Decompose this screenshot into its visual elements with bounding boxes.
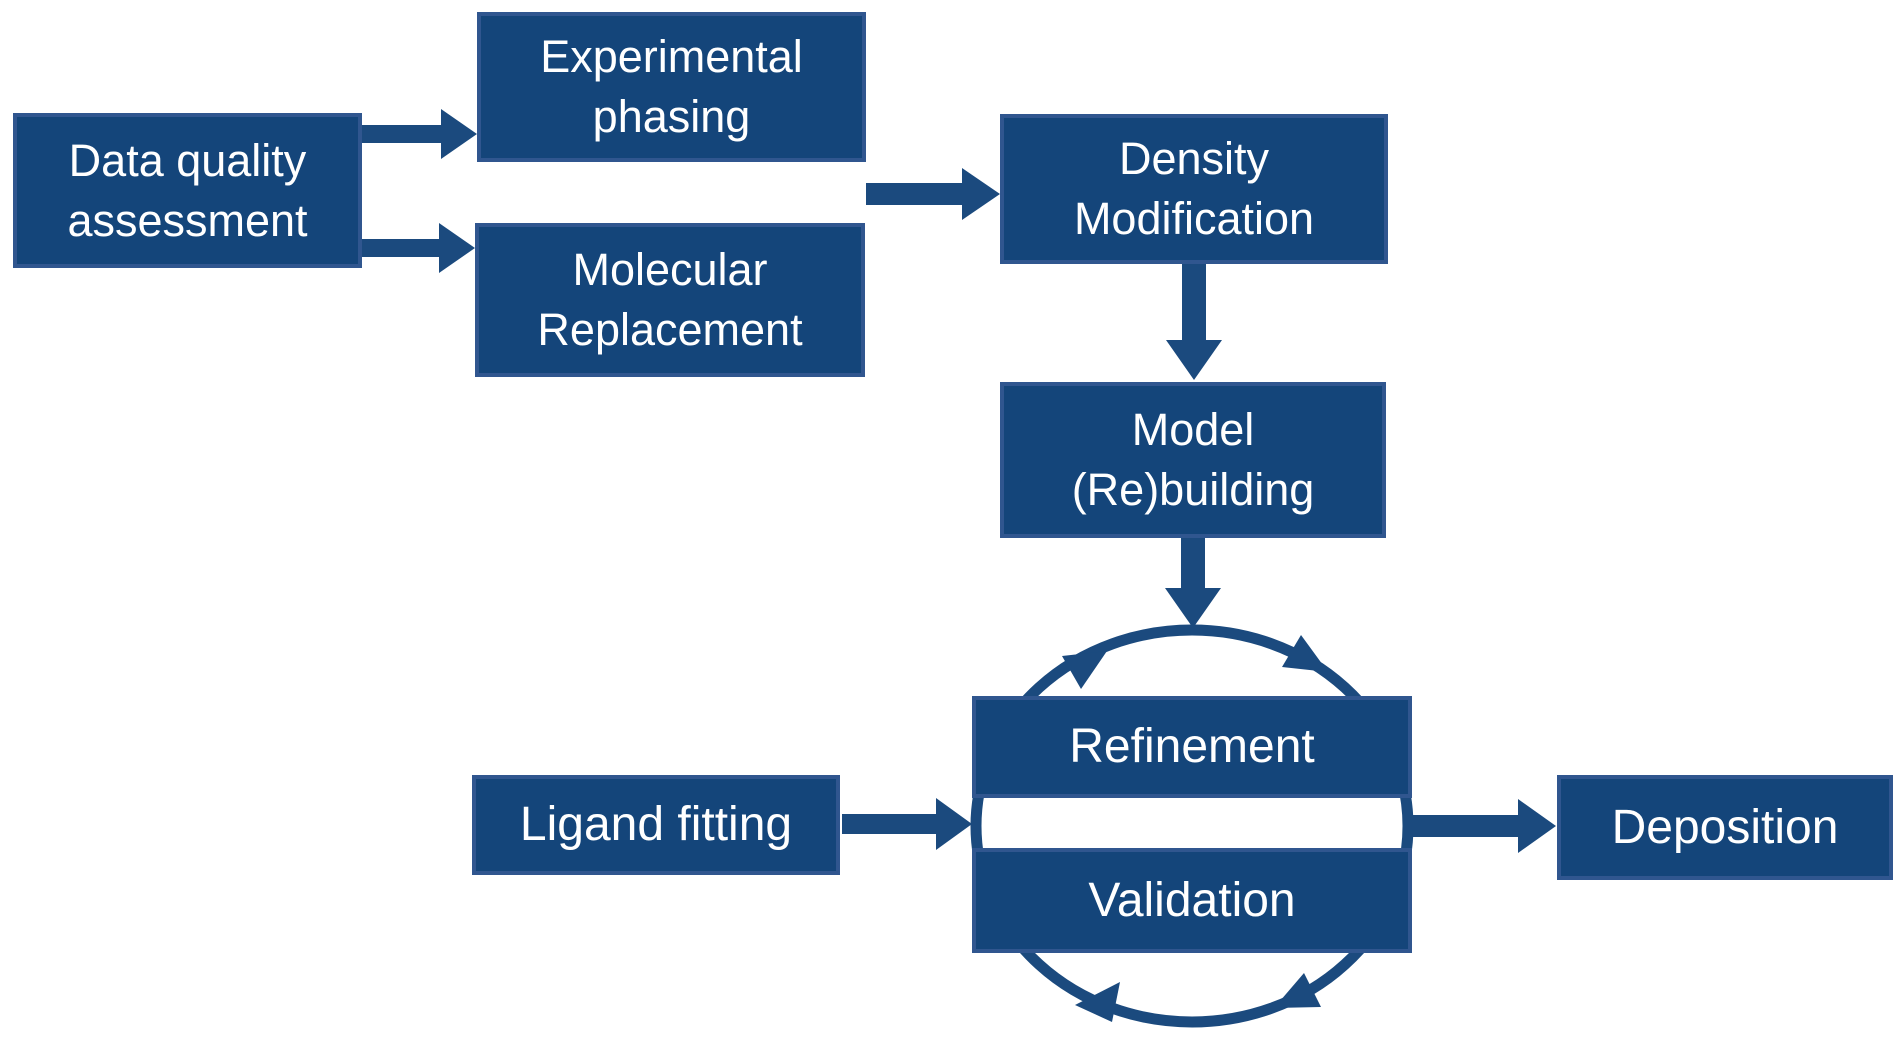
node-deposition: Deposition [1557,775,1893,880]
node-experimental-phasing: Experimental phasing [477,12,866,162]
node-refinement: Refinement [972,696,1412,798]
arrow-data-quality-to-molecular-replacement [362,223,475,273]
node-validation: Validation [972,848,1412,953]
node-ligand-fitting: Ligand fitting [472,775,840,875]
arrow-data-quality-to-experimental-phasing [362,109,477,159]
refinement-validation-cycle-ring [970,624,1414,1028]
arrow-ligand-fitting-to-cycle [842,798,972,850]
cycle-arrowhead-top-right-icon [1282,635,1328,672]
cycle-arrowhead-top-left-icon [1062,651,1107,689]
arrow-model-rebuilding-to-cycle [1165,538,1221,628]
cycle-arrowhead-bottom-left-icon [1075,982,1120,1022]
node-density-modification: Density Modification [1000,114,1388,264]
arrow-cycle-to-deposition [1413,799,1556,853]
arrow-phasing-to-density-modification [866,168,1000,220]
node-molecular-replacement: Molecular Replacement [475,223,865,377]
cycle-arrowhead-bottom-right-icon [1274,973,1321,1008]
arrow-density-modification-to-model-rebuilding [1166,264,1222,380]
node-data-quality-assessment: Data quality assessment [13,113,362,268]
node-model-rebuilding: Model (Re)building [1000,382,1386,538]
